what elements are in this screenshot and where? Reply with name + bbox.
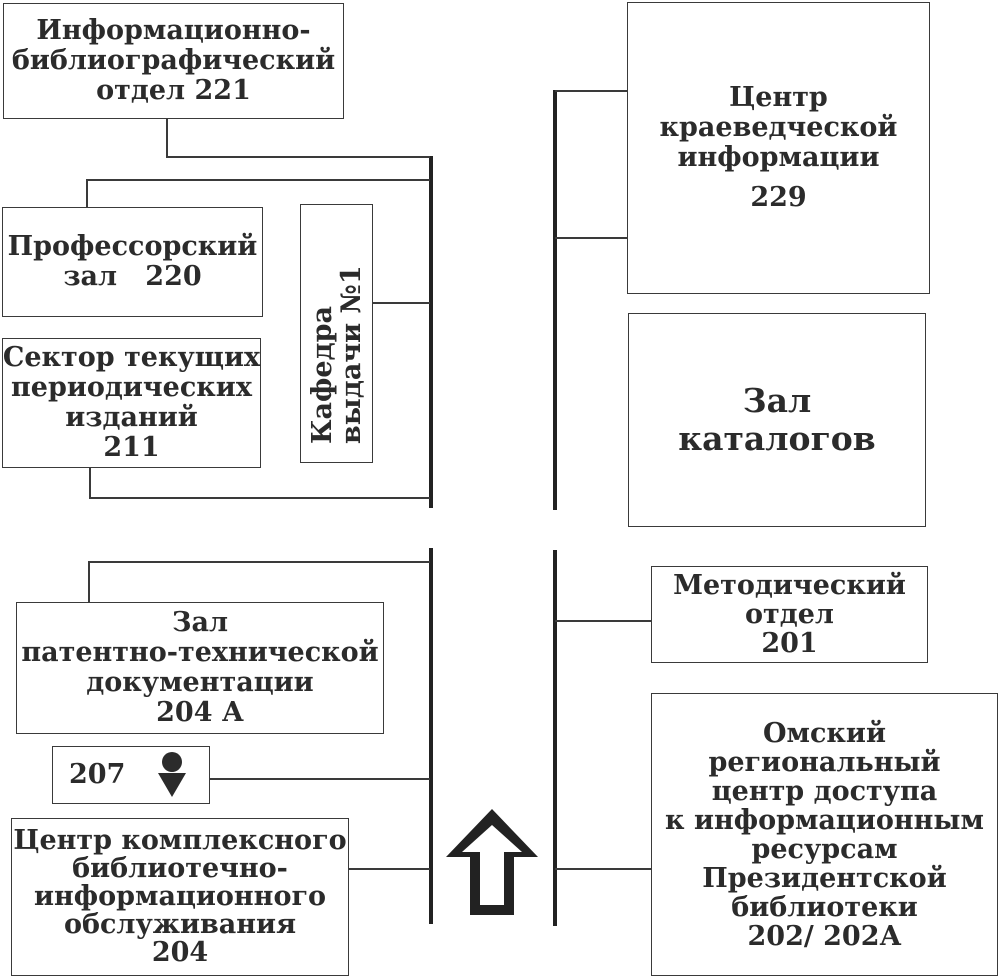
connector (166, 118, 168, 156)
room-catalogs: Зал каталогов (628, 313, 926, 527)
label-line: библиотечно- (72, 853, 288, 884)
label-line: центр доступа (711, 775, 938, 807)
corridor-line-left-top (429, 156, 433, 508)
connector (555, 620, 652, 622)
corridor-line-right-top (553, 90, 557, 510)
connector (210, 778, 430, 780)
label-line: информационного (33, 881, 327, 912)
room-local-history-229: Центр краеведческой информации 229 (627, 2, 930, 294)
label-line: Методический (673, 570, 906, 601)
down-arrow-icon (158, 752, 187, 797)
connector (86, 179, 430, 181)
connector (89, 497, 430, 499)
corridor-line-right-bottom (553, 550, 557, 926)
label-line: обслуживания (63, 909, 297, 940)
connector (555, 237, 628, 239)
label-line: библиографический (11, 45, 336, 76)
label-line: каталогов (678, 419, 876, 458)
room-patent-204a: Зал патентно-технической документации 20… (16, 602, 384, 734)
room-professor-220: Профессорский зал 220 (2, 207, 263, 317)
label-line: 229 (750, 182, 807, 213)
room-kafedra-1: Кафедра выдачи №1 (300, 204, 373, 463)
label-line: патентно-технической (21, 637, 379, 668)
label-line: ресурсам (751, 833, 898, 865)
label-line: Центр комплексного (13, 825, 347, 856)
label-line: изданий (65, 402, 198, 433)
label-line: 202/ 202А (747, 920, 902, 952)
label-line: отдел 221 (96, 75, 251, 106)
up-arrow-icon (446, 809, 538, 915)
room-methodical-201: Методический отдел 201 (651, 566, 928, 663)
label-line: Информационно- (36, 15, 311, 46)
label-line: информации (677, 142, 880, 173)
label-line: краеведческой (659, 112, 898, 143)
label-line: к информационным (665, 804, 984, 836)
room-presidential-library-202: Омский региональный центр доступа к инфо… (651, 693, 998, 976)
label-line: отдел (745, 599, 834, 630)
label-line: Зал (742, 381, 812, 420)
label-line: документации (86, 667, 314, 698)
connector (86, 179, 88, 207)
room-periodicals-211: Сектор текущих периодических изданий 211 (2, 338, 261, 468)
label-line: Кафедра (306, 305, 338, 444)
connector (89, 468, 91, 498)
label-line: Сектор текущих (2, 342, 261, 373)
corridor-line-left-bottom (429, 548, 433, 924)
label-line: Центр (729, 82, 828, 113)
label-line: Профессорский (7, 231, 258, 262)
room-number: 207 (69, 759, 126, 790)
connector (555, 90, 628, 92)
label-line: зал 220 (63, 261, 202, 292)
label-line: 201 (761, 628, 818, 659)
label-line: 204 (151, 937, 209, 968)
label-line: региональный (708, 746, 941, 778)
connector (166, 156, 430, 158)
label-line: выдачи №1 (335, 264, 367, 444)
vertical-label: Кафедра выдачи №1 (306, 224, 367, 444)
label-line: 204 А (156, 697, 244, 728)
label-line: библиотеки (731, 891, 918, 923)
room-complex-center-204: Центр комплексного библиотечно- информац… (11, 818, 349, 976)
connector (555, 868, 652, 870)
label-line: Омский (763, 717, 886, 749)
label-line: Президентской (702, 862, 947, 894)
room-207: 207 (52, 746, 210, 804)
label-line: периодических (11, 372, 252, 403)
connector (373, 302, 430, 304)
label-line: Зал (171, 607, 228, 638)
room-info-bibliographic-221: Информационно- библиографический отдел 2… (3, 3, 344, 119)
connector (88, 561, 90, 603)
label-line: 211 (103, 432, 160, 463)
connector (348, 868, 430, 870)
connector (88, 561, 430, 563)
